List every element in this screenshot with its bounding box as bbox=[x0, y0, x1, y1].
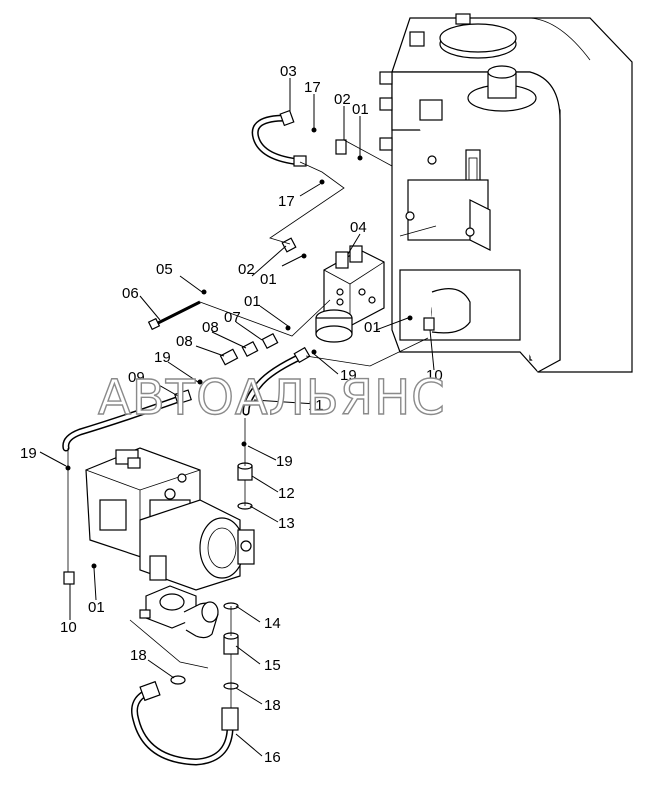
callout-19: 19 bbox=[20, 445, 37, 462]
hardware-dots bbox=[65, 127, 413, 569]
callout-19: 19 bbox=[340, 367, 357, 384]
leader-lines bbox=[39, 78, 435, 757]
callout-labels: 03 17 02 01 17 04 05 02 01 06 01 07 08 0… bbox=[20, 63, 443, 766]
callout-01: 01 bbox=[244, 293, 261, 310]
hydraulic-pump bbox=[85, 447, 255, 591]
callout-18: 18 bbox=[130, 647, 147, 664]
callout-02: 02 bbox=[238, 261, 255, 278]
suction-elbow bbox=[139, 585, 219, 639]
callout-17: 17 bbox=[278, 193, 295, 210]
callout-08: 08 bbox=[176, 333, 193, 350]
callout-09: 09 bbox=[128, 369, 145, 386]
hose-03 bbox=[251, 109, 307, 167]
callout-11: 11 bbox=[308, 397, 324, 414]
callout-03: 03 bbox=[280, 63, 297, 80]
callout-10: 10 bbox=[60, 619, 77, 636]
callout-19: 19 bbox=[276, 453, 293, 470]
callout-15: 15 bbox=[264, 657, 281, 674]
callout-17: 17 bbox=[304, 79, 321, 96]
callout-01: 01 bbox=[88, 599, 105, 616]
hydraulic-tank bbox=[379, 13, 633, 373]
callout-12: 12 bbox=[278, 485, 295, 502]
callout-10: 10 bbox=[426, 367, 443, 384]
valve-block bbox=[315, 245, 385, 343]
callout-07: 07 bbox=[224, 309, 241, 326]
hose-16 bbox=[131, 680, 239, 766]
callout-02: 02 bbox=[334, 91, 351, 108]
watermark: АВТОАЛЬЯНС bbox=[98, 370, 446, 426]
hose-11 bbox=[242, 346, 311, 416]
callout-08: 08 bbox=[202, 319, 219, 336]
callout-06: 06 bbox=[122, 285, 139, 302]
callout-01: 01 bbox=[364, 319, 381, 336]
hose-09 bbox=[62, 389, 192, 452]
callout-01: 01 bbox=[352, 101, 369, 118]
callout-19: 19 bbox=[154, 349, 171, 366]
callout-04: 04 bbox=[350, 219, 367, 236]
callout-18: 18 bbox=[264, 697, 281, 714]
callout-01: 01 bbox=[260, 271, 277, 288]
callout-16: 16 bbox=[264, 749, 281, 766]
callout-05: 05 bbox=[156, 261, 173, 278]
callout-14: 14 bbox=[264, 615, 281, 632]
callout-13: 13 bbox=[278, 515, 295, 532]
